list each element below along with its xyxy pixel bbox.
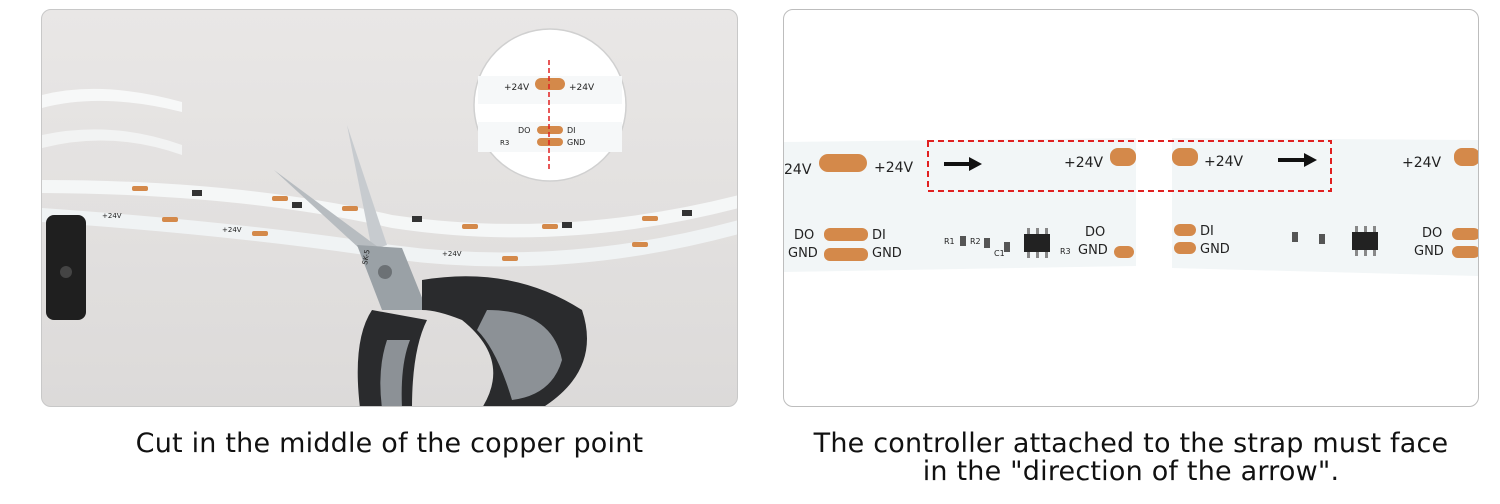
led-strip-lower [42, 208, 737, 267]
direction-instruction-caption: The controller attached to the strap mus… [783, 430, 1479, 486]
capacitor-c1 [1004, 242, 1010, 252]
do-label-c: DO [1422, 226, 1442, 241]
voltage-label-b: +24V [1064, 155, 1104, 171]
inset-r3-label: R3 [500, 139, 509, 147]
strip-voltage-label-1: +24V [102, 212, 122, 220]
strip-voltage-label-3: +24V [442, 250, 462, 258]
inset-do-label: DO [518, 126, 530, 135]
do-label-a: DO [794, 228, 814, 243]
inset-magnifier: +24V +24V DO DI GND R3 [473, 28, 627, 182]
r2-label: R2 [970, 237, 981, 246]
scissor-blade-back [274, 170, 382, 260]
cut-photo-panel: +24V +24V +24V SK-5 +24V + [41, 9, 738, 407]
voltage-label-a: +24V [874, 160, 914, 176]
scissors: SK-5 [274, 125, 587, 406]
direction-illustration: 24V +24V +24V +24V +24V DO GND DI GND DO… [784, 138, 1478, 276]
resistor-r1 [960, 236, 966, 246]
scissor-handle-inner-right [477, 310, 562, 400]
resistor-r1-right [1292, 232, 1298, 242]
gnd-label-d: GND [1200, 242, 1230, 257]
direction-photo-panel: 24V +24V +24V +24V +24V DO GND DI GND DO… [783, 9, 1479, 407]
r1-label: R1 [944, 237, 955, 246]
direction-caption-line-1: The controller attached to the strap mus… [813, 428, 1449, 459]
strip-reel [42, 88, 182, 112]
strip-reel-lower [42, 129, 182, 155]
strip-voltage-label-2: +24V [222, 226, 242, 234]
gnd-label-b: GND [872, 246, 902, 261]
pad-gnd-left [824, 248, 868, 261]
direction-caption-line-2: in the "direction of the arrow". [922, 456, 1340, 487]
gnd-label-e: GND [1414, 244, 1444, 259]
direction-highlight-box [927, 140, 1332, 192]
inset-di-label: DI [567, 126, 576, 135]
c1-label: C1 [994, 249, 1005, 258]
resistor-r2 [984, 238, 990, 248]
voltage-label-edge: 24V [784, 162, 812, 178]
controller-chip-right [1352, 226, 1378, 256]
resistor-r2-right [1319, 234, 1325, 244]
pad-do-left [824, 228, 868, 241]
pad-gnd-cut-left [1114, 246, 1134, 258]
do-label-b: DO [1085, 225, 1105, 240]
scissors-brand-text: SK-5 [361, 249, 372, 265]
di-label-a: DI [872, 228, 886, 243]
inset-gnd-label: GND [567, 138, 585, 147]
pad-di-cut-right [1174, 224, 1196, 236]
pad-gnd-cut-right [1174, 242, 1196, 254]
scissor-blade-top [347, 125, 387, 250]
arrow-icon [944, 157, 982, 171]
scissor-handle-inner-left [380, 340, 410, 406]
r3-label: R3 [1060, 247, 1071, 256]
pad-do-right [1452, 228, 1478, 240]
di-label-b: DI [1200, 224, 1214, 239]
strip-right-piece [1172, 138, 1478, 276]
pad-gnd-right [1452, 246, 1478, 258]
voltage-label-c: +24V [1204, 154, 1244, 170]
arrow-icon-right [1278, 153, 1317, 167]
scissor-pivot [357, 245, 427, 310]
voltage-label-d: +24V [1402, 155, 1442, 171]
gnd-label-a: GND [788, 246, 818, 261]
pad-top-right [1454, 148, 1478, 166]
inset-voltage-right: +24V [569, 83, 595, 93]
inset-voltage-left: +24V [504, 83, 530, 93]
controller-chip-left [1024, 228, 1050, 258]
gnd-label-c: GND [1078, 243, 1108, 258]
pad-top-cut-left [1110, 148, 1136, 166]
connector-pin [60, 266, 72, 278]
scissor-screw [378, 265, 392, 279]
pad-top-cut-right [1172, 148, 1198, 166]
cut-instruction-caption: Cut in the middle of the copper point [135, 428, 644, 459]
pad-top-left [819, 154, 867, 172]
cut-photo-illustration: +24V +24V +24V SK-5 +24V + [42, 28, 737, 406]
